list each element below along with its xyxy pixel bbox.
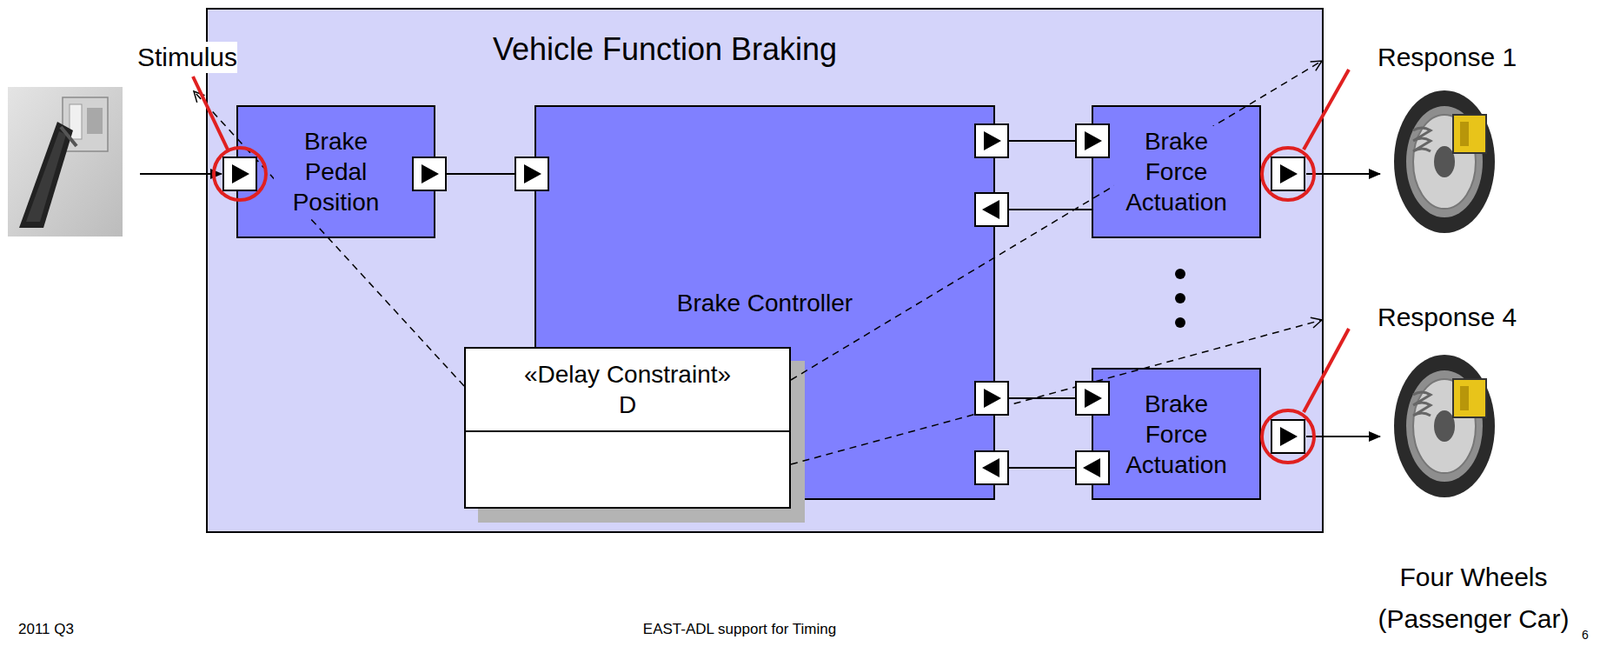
- highlight-marker: [192, 69, 1349, 463]
- delay-constraint-leader: [193, 60, 1322, 465]
- node-text: Brake Pedal Position: [273, 126, 399, 218]
- constraint-header: «Delay Constraint»D: [465, 348, 790, 432]
- constraint-box: «Delay Constraint»D: [464, 346, 791, 509]
- wheel-picture: [1394, 90, 1495, 233]
- wheel-picture: [1394, 354, 1495, 498]
- signal-arrow: [139, 173, 1381, 437]
- function-frame: Vehicle Function BrakingBrake Pedal Posi…: [205, 7, 1324, 533]
- signal-connector: [435, 172, 535, 175]
- brake-pedal-picture: [7, 86, 123, 237]
- footer-title: EAST-ADL support for Timing: [565, 620, 914, 638]
- date-footer: 2011 Q3: [18, 620, 74, 638]
- signal-connector: [995, 397, 1092, 399]
- function-block: Brake Force Actuation: [1091, 105, 1262, 239]
- function-block: Brake Pedal Position: [236, 105, 436, 239]
- node-text: Vehicle Function Braking: [491, 29, 839, 69]
- node-text: Brake Force Actuation: [1114, 126, 1240, 218]
- response-label: Response 4: [1377, 301, 1517, 333]
- page-number: 6: [1581, 627, 1589, 643]
- node-text: D: [617, 389, 638, 420]
- wheel-caption: Four Wheels (Passenger Car): [1367, 556, 1581, 640]
- signal-connector: [995, 139, 1092, 142]
- stimulus-label: Stimulus: [137, 41, 238, 74]
- node-text: Brake Force Actuation: [1114, 388, 1240, 480]
- function-block: Brake Force Actuation: [1091, 367, 1262, 500]
- node-text: Brake Controller: [675, 287, 855, 319]
- response-label: Response 1: [1377, 41, 1517, 74]
- ellipsis-dots: [1175, 268, 1186, 328]
- signal-connector: [995, 466, 1092, 469]
- port-symbol: [223, 124, 1305, 485]
- signal-connector: [995, 208, 1092, 211]
- node-text: «Delay Constraint»: [522, 358, 733, 390]
